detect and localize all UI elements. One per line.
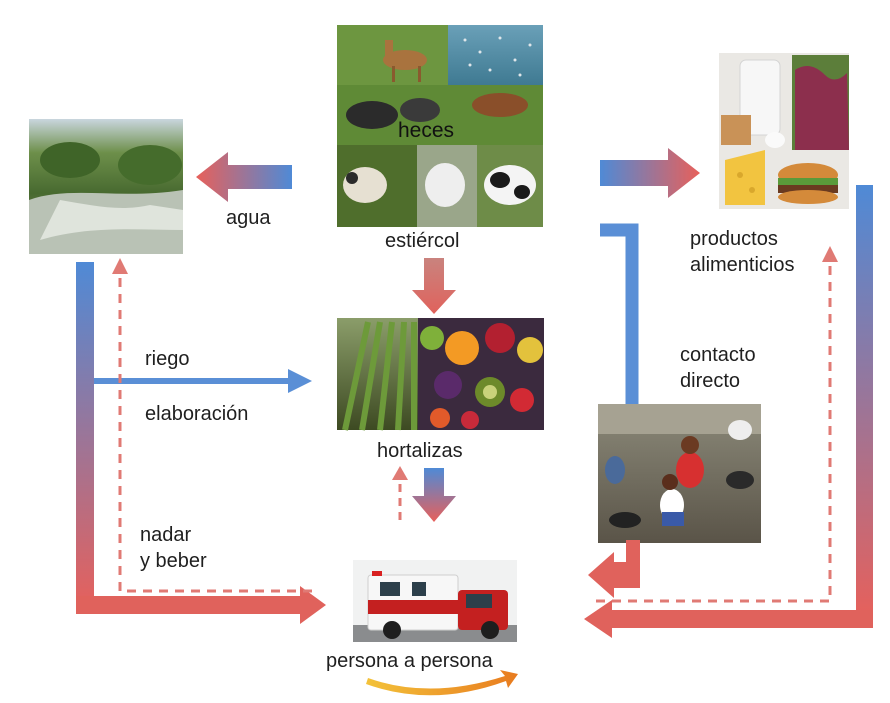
person-to-person-label: persona a persona bbox=[326, 650, 493, 672]
vegetables-fruits-photo bbox=[337, 318, 544, 431]
processing-label: elaboración bbox=[145, 403, 249, 425]
feces-label: heces bbox=[398, 119, 455, 142]
arrow-direct-contact bbox=[588, 223, 640, 598]
food-products-label-line2: alimenticios bbox=[690, 254, 795, 276]
water-label: agua bbox=[226, 207, 271, 229]
river-photo bbox=[29, 119, 183, 254]
arrow-food-to-person bbox=[584, 185, 873, 638]
dashed-arrow-to-food bbox=[596, 246, 838, 603]
manure-label: estiércol bbox=[385, 230, 460, 252]
farm-animals-photo bbox=[337, 25, 543, 227]
arrow-vegetables-to-person bbox=[412, 468, 456, 522]
food-products-label-line1: productos bbox=[690, 228, 778, 250]
dashed-arrow-to-vegetables bbox=[392, 466, 408, 520]
irrigation-label: riego bbox=[145, 348, 190, 370]
direct-contact-label-line1: contacto bbox=[680, 344, 756, 366]
arrow-to-vegetables bbox=[412, 258, 456, 314]
ambulance-photo bbox=[353, 560, 517, 642]
arrow-irrigation bbox=[93, 369, 312, 393]
swim-drink-label-line1: nadar bbox=[140, 524, 192, 546]
swim-drink-label: nadar y beber bbox=[140, 522, 207, 574]
arrow-to-water bbox=[196, 152, 292, 202]
food-products-label: productos alimenticios bbox=[690, 226, 794, 278]
vegetables-label: hortalizas bbox=[377, 440, 463, 462]
petting-zoo-photo bbox=[598, 404, 761, 543]
direct-contact-label-line2: directo bbox=[680, 370, 741, 392]
direct-contact-label: contacto directo bbox=[680, 342, 756, 394]
swim-drink-label-line2: y beber bbox=[140, 550, 207, 572]
person-to-person-swoosh bbox=[366, 670, 518, 696]
arrow-to-food bbox=[600, 148, 700, 198]
food-products-photo bbox=[719, 53, 849, 209]
dashed-arrow-to-river bbox=[112, 258, 312, 593]
arrow-river-to-person bbox=[76, 262, 326, 624]
